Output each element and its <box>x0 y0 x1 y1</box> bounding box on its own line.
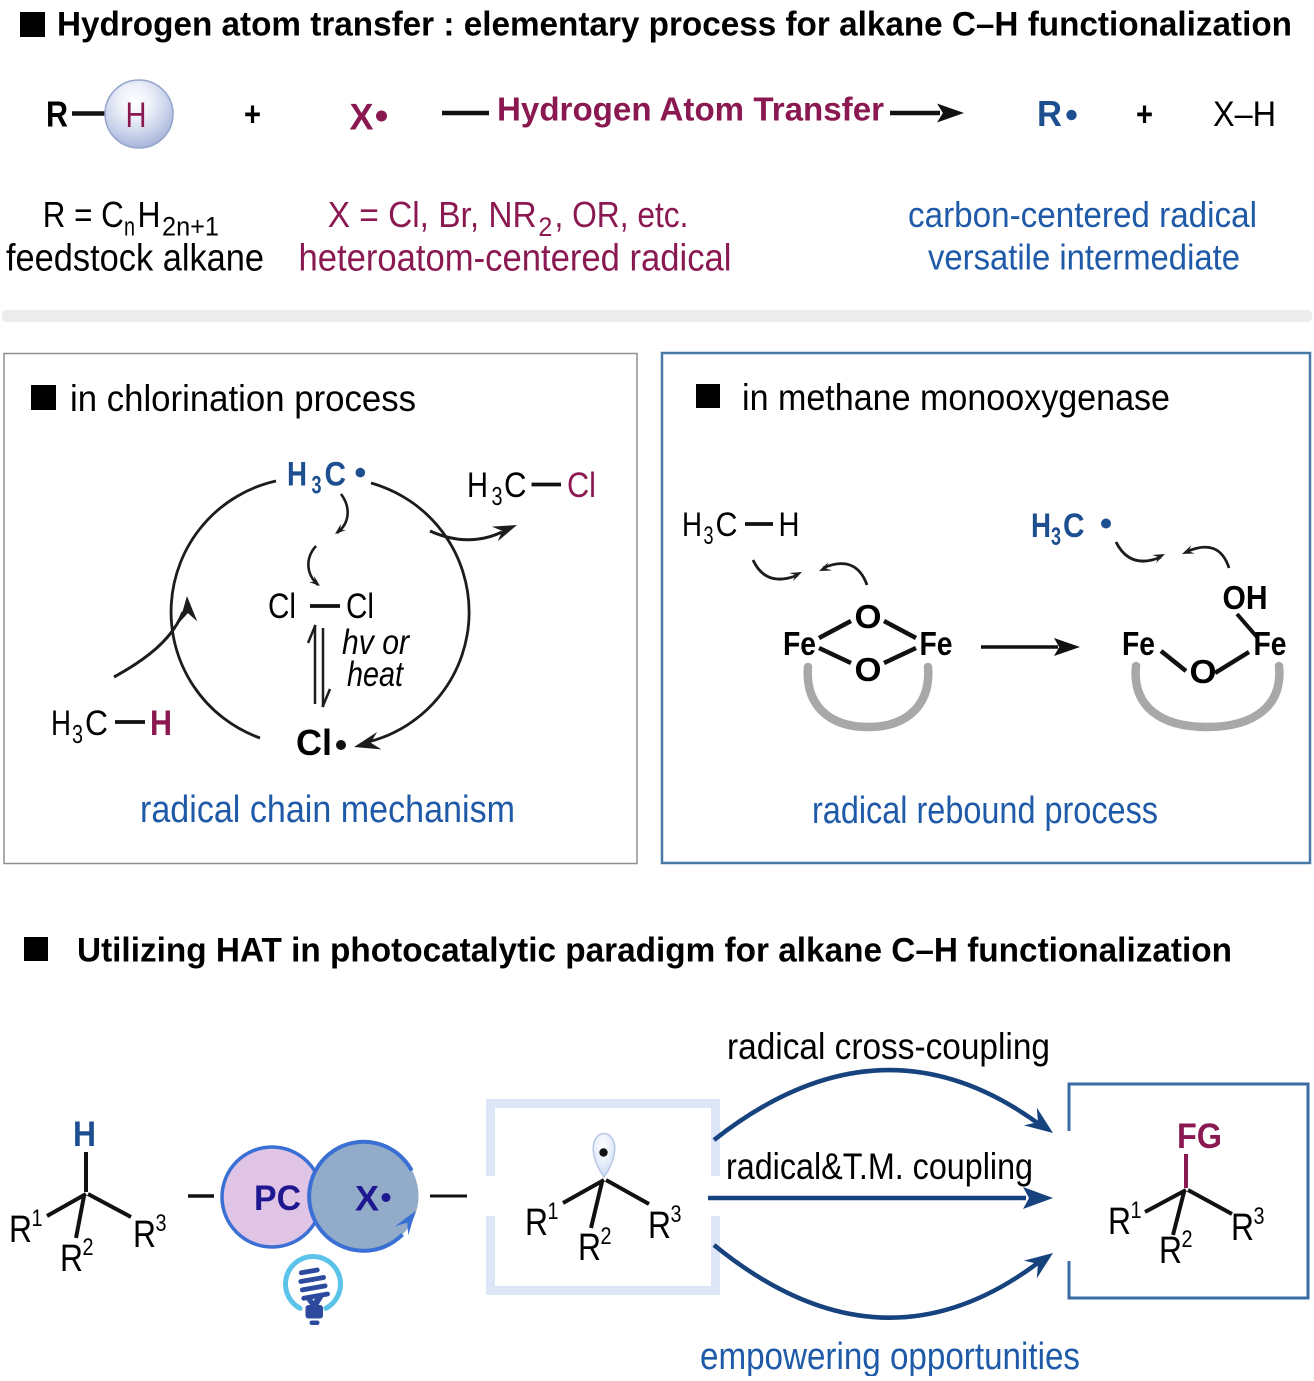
svg-text:3: 3 <box>312 472 322 500</box>
svg-text:H: H <box>1031 507 1051 545</box>
svg-text:2n+1: 2n+1 <box>162 212 219 242</box>
svg-text:feedstock alkane: feedstock alkane <box>6 238 264 280</box>
svg-text:2: 2 <box>538 212 552 242</box>
svg-text:H: H <box>467 466 488 505</box>
svg-text:3: 3 <box>704 522 714 550</box>
svg-text:H: H <box>51 704 71 743</box>
svg-text:in methane monooxygenase: in methane monooxygenase <box>742 377 1170 418</box>
svg-text:R: R <box>1108 1201 1131 1243</box>
svg-text:Fe: Fe <box>1254 625 1287 662</box>
svg-text:H: H <box>779 506 800 544</box>
svg-text:R: R <box>1231 1207 1254 1249</box>
svg-text:, OR, etc.: , OR, etc. <box>555 194 689 235</box>
svg-text:3: 3 <box>1051 523 1061 551</box>
svg-text:O: O <box>855 598 882 635</box>
svg-text:X: X <box>355 1180 380 1219</box>
svg-text:heat: heat <box>347 655 404 694</box>
svg-text:Fe: Fe <box>783 625 816 662</box>
svg-text:R: R <box>60 1238 83 1280</box>
svg-text:Cl: Cl <box>296 722 332 763</box>
svg-text:C: C <box>1063 507 1085 545</box>
svg-text:H: H <box>138 194 161 235</box>
svg-text:3: 3 <box>492 481 503 511</box>
svg-text:R: R <box>578 1227 601 1269</box>
svg-text:C: C <box>85 704 108 743</box>
svg-text:R: R <box>1159 1230 1182 1272</box>
svg-text:+: + <box>244 96 261 134</box>
svg-text:1: 1 <box>1131 1197 1142 1224</box>
svg-text:carbon-centered radical: carbon-centered radical <box>908 194 1257 235</box>
svg-text:O: O <box>855 651 882 688</box>
svg-text:H: H <box>126 96 147 135</box>
svg-text:PC: PC <box>254 1179 301 1218</box>
svg-text:1: 1 <box>32 1205 43 1232</box>
svg-text:in chlorination process: in chlorination process <box>70 378 416 419</box>
svg-text:versatile intermediate: versatile intermediate <box>928 237 1240 278</box>
svg-text:3: 3 <box>156 1210 167 1237</box>
svg-text:H: H <box>287 456 307 494</box>
svg-text:C: C <box>325 456 347 494</box>
svg-text:2: 2 <box>1182 1226 1193 1253</box>
svg-text:R: R <box>133 1214 156 1256</box>
svg-text:H: H <box>150 704 172 743</box>
svg-text:FG: FG <box>1177 1117 1222 1156</box>
svg-text:2: 2 <box>601 1223 612 1250</box>
svg-text:X: X <box>350 97 374 138</box>
svg-text:R: R <box>648 1205 671 1247</box>
svg-text:OH: OH <box>1223 579 1268 616</box>
svg-text:n: n <box>124 212 135 242</box>
svg-text:C: C <box>716 506 738 544</box>
svg-text:Cl: Cl <box>346 587 374 626</box>
svg-text:heteroatom-centered radical: heteroatom-centered radical <box>299 238 732 280</box>
svg-text:radical chain mechanism: radical chain mechanism <box>140 789 515 831</box>
svg-text:R: R <box>1037 93 1062 134</box>
svg-text:O: O <box>1190 653 1217 690</box>
svg-text:C: C <box>504 466 527 505</box>
svg-text:radical&T.M. coupling: radical&T.M. coupling <box>726 1146 1033 1187</box>
svg-text:3: 3 <box>1254 1203 1265 1230</box>
svg-text:+: + <box>1136 96 1153 134</box>
svg-text:H: H <box>682 506 702 544</box>
svg-text:R: R <box>46 94 68 135</box>
svg-text:R: R <box>525 1202 548 1244</box>
svg-text:3: 3 <box>671 1201 682 1228</box>
svg-text:Hydrogen atom transfer : eleme: Hydrogen atom transfer : elementary proc… <box>57 6 1292 44</box>
svg-text:R: R <box>9 1209 32 1251</box>
svg-text:Fe: Fe <box>920 625 953 662</box>
svg-text:empowering opportunities: empowering opportunities <box>700 1336 1080 1376</box>
svg-text:Cl: Cl <box>567 466 596 505</box>
svg-text:Cl: Cl <box>268 587 296 626</box>
svg-text:R = C: R = C <box>43 194 124 235</box>
svg-text:radical cross-coupling: radical cross-coupling <box>727 1026 1050 1067</box>
svg-text:3: 3 <box>72 719 83 749</box>
svg-text:1: 1 <box>548 1198 559 1225</box>
svg-text:Utilizing HAT in photocatalyti: Utilizing HAT in photocatalytic paradigm… <box>77 932 1232 970</box>
svg-text:X–H: X–H <box>1213 95 1276 134</box>
svg-text:2: 2 <box>83 1234 94 1261</box>
svg-text:Fe: Fe <box>1122 625 1155 662</box>
svg-text:Hydrogen Atom Transfer: Hydrogen Atom Transfer <box>497 91 884 128</box>
svg-text:radical rebound process: radical rebound process <box>812 790 1158 832</box>
svg-text:hv or: hv or <box>342 623 410 662</box>
svg-text:H: H <box>73 1115 96 1154</box>
svg-text:X = Cl, Br, NR: X = Cl, Br, NR <box>328 194 537 235</box>
